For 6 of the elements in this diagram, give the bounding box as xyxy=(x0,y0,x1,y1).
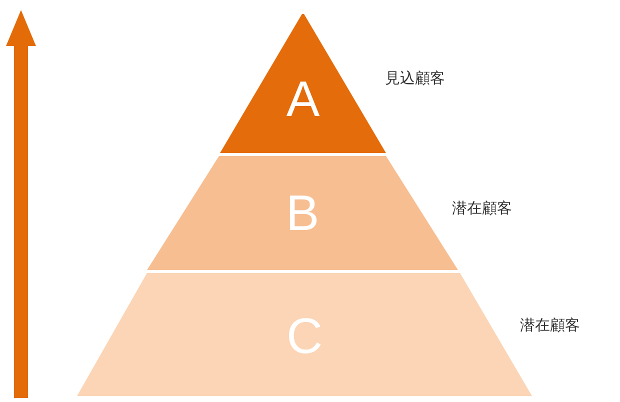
tier-label: 見込顧客 xyxy=(385,69,445,87)
tier-label: 潜在顧客 xyxy=(452,199,512,217)
tier-label: 潜在顧客 xyxy=(520,316,580,334)
tier-letter: C xyxy=(286,311,323,361)
tier-letter: B xyxy=(286,188,320,238)
tier-letter: A xyxy=(286,74,320,124)
